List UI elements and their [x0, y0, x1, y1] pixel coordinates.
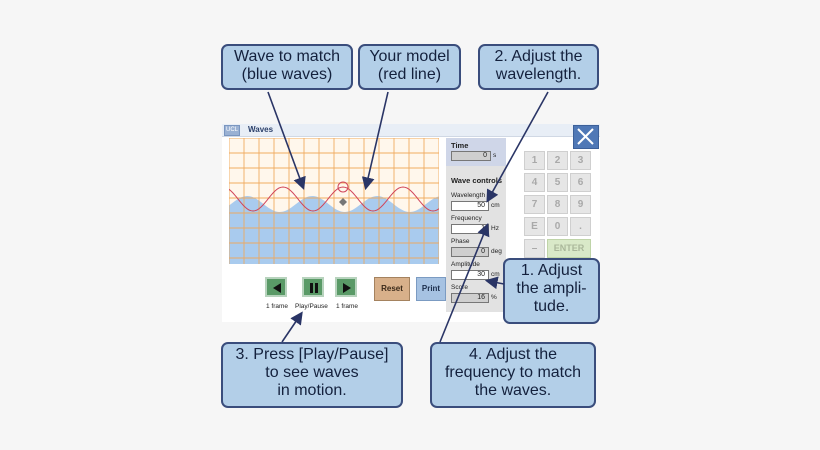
- close-button[interactable]: [573, 125, 599, 149]
- callout-press-play: 3. Press [Play/Pause] to see waves in mo…: [221, 342, 403, 408]
- time-field: 0: [451, 151, 491, 161]
- score-label: Score: [451, 284, 468, 291]
- phase-label: Phase: [451, 238, 470, 245]
- enter-key[interactable]: ENTER: [547, 239, 591, 258]
- key-3[interactable]: 3: [570, 151, 591, 170]
- amplitude-label: Amplitude: [451, 261, 480, 268]
- key-5[interactable]: 5: [547, 173, 568, 192]
- callout-adjust-frequency-line2: frequency to match: [444, 364, 582, 381]
- number-keypad: 1 2 3 4 5 6 7 8 9 E 0 . – ENTER: [524, 151, 598, 259]
- frequency-input[interactable]: 1: [451, 224, 489, 234]
- pause-icon: [310, 283, 318, 293]
- callout-adjust-amplitude-line1: 1. Adjust: [520, 262, 583, 279]
- step-forward-icon: [343, 283, 351, 293]
- time-label: Time: [451, 141, 469, 150]
- amplitude-input[interactable]: 30: [451, 270, 489, 280]
- callout-adjust-amplitude-line2: the ampli-: [516, 280, 587, 297]
- grid: [229, 138, 439, 264]
- wave-canvas[interactable]: [229, 138, 439, 264]
- title-bar: UCL Waves: [222, 124, 600, 137]
- wavelength-unit: cm: [491, 202, 500, 209]
- model-wave-line: [229, 186, 439, 212]
- callout-adjust-amplitude: 1. Adjust the ampli- tude.: [503, 258, 600, 324]
- phase-field: 0: [451, 247, 489, 257]
- callout-press-play-line2: to see waves: [265, 364, 359, 381]
- step-back-label: 1 frame: [266, 303, 289, 310]
- callout-wave-to-match-line2: (blue waves): [241, 66, 333, 83]
- app-logo: UCL: [224, 125, 240, 136]
- controls-panel: Time 0 s Wave controls Wavelength 50 cm …: [446, 138, 506, 312]
- step-forward-button[interactable]: [335, 277, 357, 297]
- play-pause-label: Play/Pause: [295, 303, 328, 310]
- callout-wave-to-match-line1: Wave to match: [233, 48, 341, 65]
- amplitude-unit: cm: [491, 271, 500, 278]
- key-decimal[interactable]: .: [570, 217, 591, 236]
- callout-press-play-line3: in motion.: [277, 382, 347, 399]
- key-6[interactable]: 6: [570, 173, 591, 192]
- key-exponent[interactable]: E: [524, 217, 545, 236]
- model-drag-handle[interactable]: [337, 181, 349, 193]
- key-2[interactable]: 2: [547, 151, 568, 170]
- callout-adjust-amplitude-line3: tude.: [533, 298, 570, 315]
- callout-wave-to-match: Wave to match (blue waves): [221, 44, 353, 90]
- key-9[interactable]: 9: [570, 195, 591, 214]
- callout-your-model: Your model (red line): [358, 44, 461, 90]
- key-minus[interactable]: –: [524, 239, 545, 258]
- wave-controls-heading: Wave controls: [451, 176, 502, 185]
- phase-unit: deg: [491, 248, 502, 255]
- callout-adjust-wavelength-line1: 2. Adjust the: [494, 48, 583, 65]
- callout-adjust-frequency: 4. Adjust the frequency to match the wav…: [430, 342, 596, 408]
- step-forward-label: 1 frame: [336, 303, 359, 310]
- key-7[interactable]: 7: [524, 195, 545, 214]
- drag-diamond-icon[interactable]: [339, 198, 347, 206]
- time-unit: s: [493, 152, 497, 159]
- reset-button[interactable]: Reset: [374, 277, 410, 301]
- callout-adjust-wavelength-line2: wavelength.: [495, 66, 582, 83]
- key-8[interactable]: 8: [547, 195, 568, 214]
- callout-adjust-wavelength: 2. Adjust the wavelength.: [478, 44, 599, 90]
- frequency-unit: Hz: [491, 225, 499, 232]
- step-back-icon: [273, 283, 281, 293]
- callout-your-model-line2: (red line): [377, 66, 442, 83]
- callout-adjust-frequency-line1: 4. Adjust the: [468, 346, 558, 363]
- key-1[interactable]: 1: [524, 151, 545, 170]
- key-4[interactable]: 4: [524, 173, 545, 192]
- close-icon: [577, 128, 594, 145]
- wavelength-label: Wavelength: [451, 192, 486, 199]
- score-field: 16: [451, 293, 489, 303]
- play-pause-button[interactable]: [302, 277, 324, 297]
- window-title: Waves: [248, 125, 274, 134]
- wavelength-input[interactable]: 50: [451, 201, 489, 211]
- callout-your-model-line1: Your model: [369, 48, 450, 65]
- print-button[interactable]: Print: [416, 277, 446, 301]
- callout-adjust-frequency-line3: the waves.: [474, 382, 552, 399]
- score-unit: %: [491, 294, 497, 301]
- key-0[interactable]: 0: [547, 217, 568, 236]
- frequency-label: Frequency: [451, 215, 482, 222]
- callout-press-play-line1: 3. Press [Play/Pause]: [235, 346, 389, 363]
- step-back-button[interactable]: [265, 277, 287, 297]
